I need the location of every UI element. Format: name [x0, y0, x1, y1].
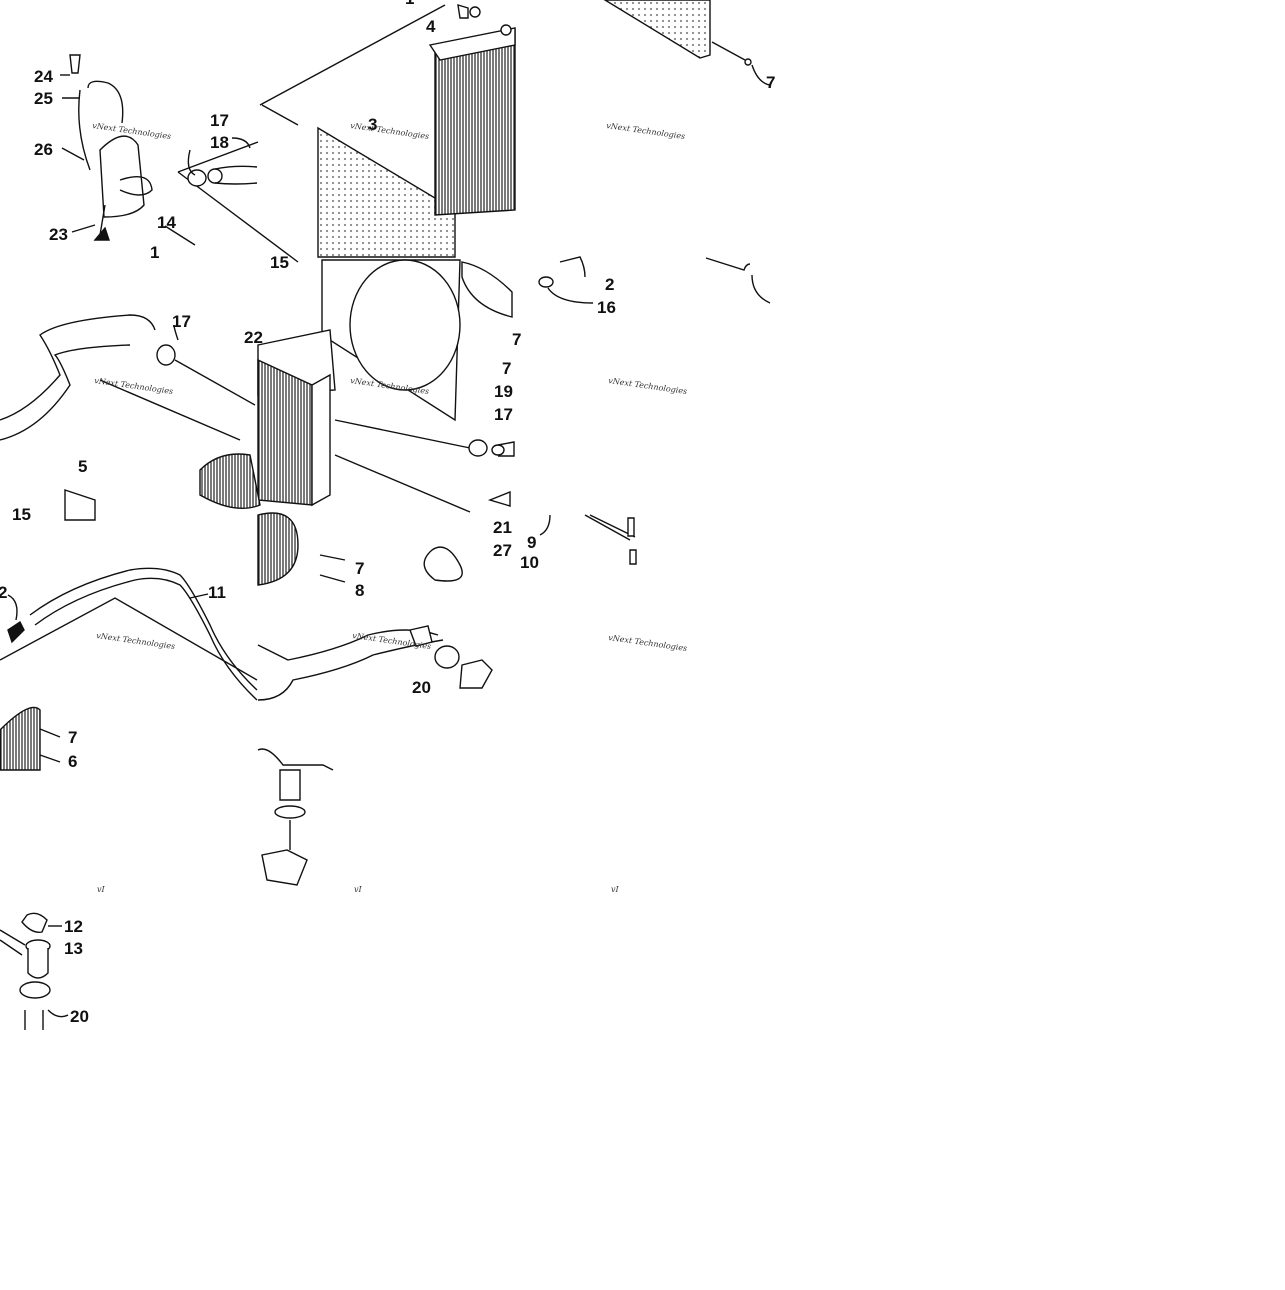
callout-21: 21 [493, 518, 512, 537]
grommet [538, 276, 554, 288]
callout-17-mid: 17 [494, 405, 513, 424]
callout-22: 22 [244, 328, 263, 347]
sensor-wire-group [539, 514, 637, 565]
fan-blade [257, 512, 299, 586]
fan-lower [0, 706, 41, 771]
callout-7-top-right: 7 [766, 73, 775, 92]
callout-26: 26 [34, 140, 53, 159]
temp-sensor [627, 517, 635, 537]
callout-17-top: 17 [210, 111, 229, 130]
watermark-3: vNext Technologies [606, 121, 686, 141]
callout-25: 25 [34, 89, 53, 108]
callout-7-low: 7 [68, 728, 77, 747]
watermark-10: vI [97, 885, 106, 894]
watermark-4: vNext Technologies [94, 376, 174, 396]
callout-1: 1 [150, 243, 159, 262]
callout-10: 10 [520, 553, 539, 572]
callout-6: 6 [68, 752, 77, 771]
mesh-screen [317, 126, 456, 258]
callout-4: 4 [426, 17, 436, 36]
callout-20-mid: 20 [412, 678, 431, 697]
callout-16: 16 [597, 298, 616, 317]
coolant-reservoir-group [60, 54, 153, 241]
callout-20-bottom: 20 [70, 1007, 89, 1026]
thermostat-housing [459, 659, 493, 689]
long-hose-group [0, 567, 258, 771]
callout-27: 27 [493, 541, 512, 560]
mesh-screen-corner [603, 0, 771, 86]
callout-14: 14 [157, 213, 176, 232]
callout-15-left: 15 [12, 505, 31, 524]
grommet-group [538, 256, 771, 304]
callout-24: 24 [34, 67, 53, 86]
radiator-cap [21, 912, 48, 933]
hose-clamp [156, 344, 176, 366]
filler-neck-group [0, 912, 69, 1030]
radiator-assembly [199, 259, 515, 513]
radiator-core [257, 358, 313, 506]
fan-thermostat-group [257, 490, 511, 886]
callout-18: 18 [210, 133, 229, 152]
watermark-12: vI [611, 885, 620, 894]
callout-1-top: 1 [405, 0, 414, 8]
callout-2: 2 [605, 275, 614, 294]
reservoir-fitting [93, 226, 110, 241]
reservoir-bottle [99, 135, 145, 218]
callout-8: 8 [355, 581, 364, 600]
hose-clamp-spring [423, 546, 463, 582]
cooling-fan [199, 453, 261, 510]
watermark-7: vNext Technologies [96, 631, 176, 651]
upper-hose-segment [164, 137, 299, 263]
callout-labels: 24 25 26 23 14 1 17 18 3 4 1 7 15 22 2 1… [0, 0, 775, 1026]
watermark-2: vNext Technologies [350, 121, 430, 141]
watermark-6: vNext Technologies [608, 376, 688, 396]
callout-9: 9 [527, 533, 536, 552]
callout-23: 23 [49, 225, 68, 244]
callout-19: 19 [494, 382, 513, 401]
callout-3: 3 [368, 115, 377, 134]
callout-12: 12 [64, 917, 83, 936]
callout-2-left: 2 [0, 583, 7, 602]
callout-7-fan: 7 [355, 559, 364, 578]
watermark-9: vNext Technologies [608, 633, 688, 653]
reservoir-cap [69, 54, 81, 74]
water-pump-fitting [261, 849, 308, 886]
callout-17-left: 17 [172, 312, 191, 331]
lower-hose-group [0, 314, 256, 521]
callout-15-top: 15 [270, 253, 289, 272]
callout-11: 11 [208, 583, 226, 602]
callout-5: 5 [78, 457, 87, 476]
watermark-11: vI [354, 885, 363, 894]
radiator-screen-group [259, 4, 516, 258]
callout-7-shroud: 7 [512, 330, 521, 349]
callout-13: 13 [64, 939, 83, 958]
callout-7-mid: 7 [502, 359, 511, 378]
